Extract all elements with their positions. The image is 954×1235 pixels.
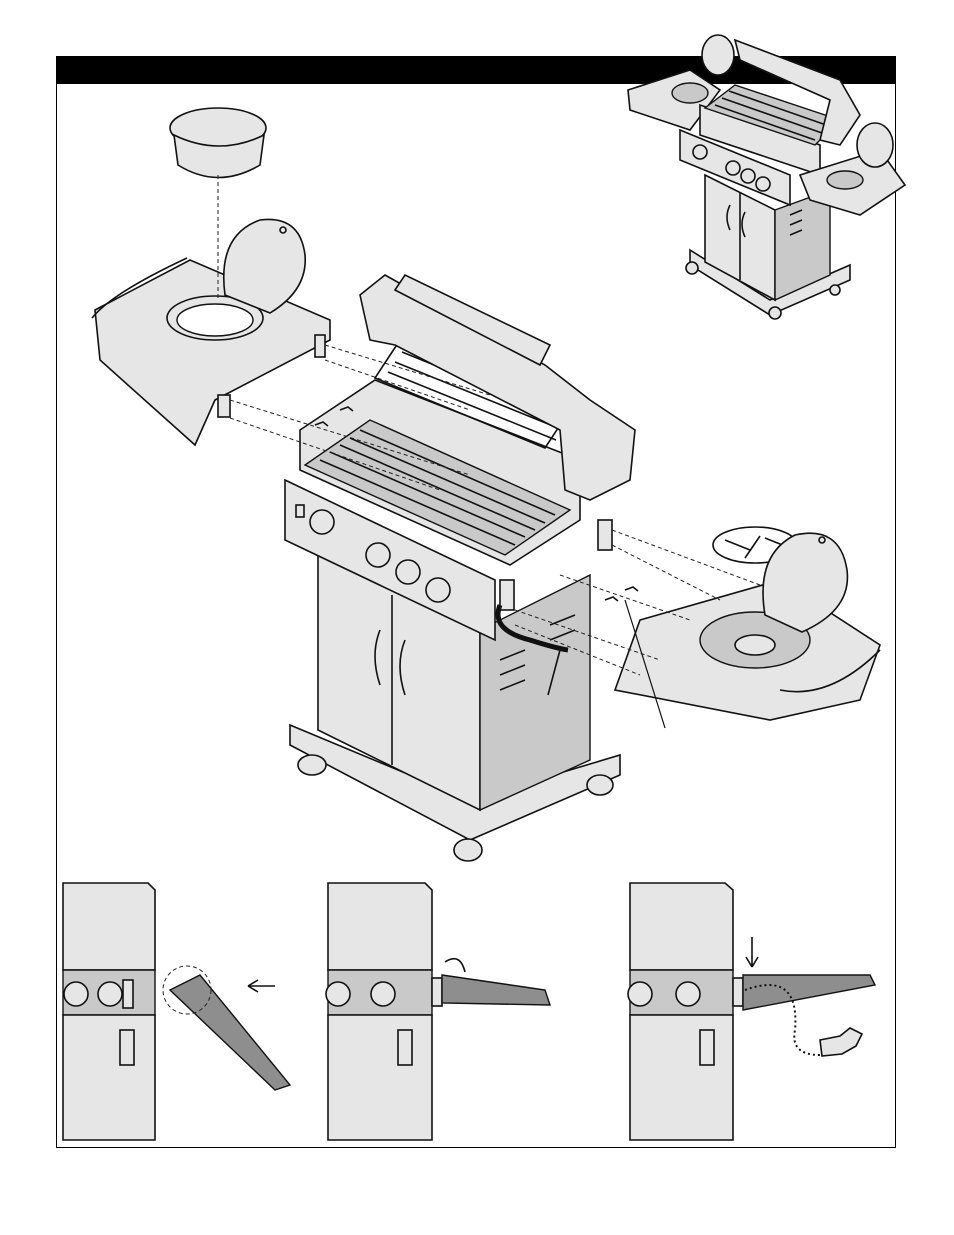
wing-nut-icon: [605, 587, 638, 601]
shelf-bracket: [500, 580, 514, 610]
step1-side-shelf: [170, 975, 290, 1090]
overview-grill-illustration: [628, 35, 905, 319]
burner-knob: [366, 543, 390, 567]
wing-nut-icon: [820, 1028, 862, 1056]
burner-knob: [396, 560, 420, 584]
step3-knob: [628, 982, 652, 1006]
step3-knob: [676, 982, 700, 1006]
step3-side-shelf: [743, 975, 875, 1010]
step2-cabinet: [328, 1015, 432, 1140]
step1-hinge: [120, 1030, 134, 1065]
step-1-illustration: [63, 883, 290, 1140]
overview-side-burner-pot: [672, 83, 708, 103]
main-grill-illustration: [285, 275, 635, 861]
step1-insert-arrow: [248, 980, 275, 992]
overview-knob: [693, 145, 707, 159]
step-2-illustration: [326, 883, 550, 1140]
step2-hinge: [398, 1030, 412, 1065]
shelf-bracket: [598, 520, 612, 550]
overview-wheel: [830, 285, 840, 295]
step3-cabinet: [630, 1015, 733, 1140]
left-shelf-bracket: [218, 395, 230, 417]
side-burner-hole: [177, 304, 253, 336]
overview-knob: [756, 177, 770, 191]
step3-bracket: [733, 978, 743, 1006]
step2-knob: [371, 982, 395, 1006]
step2-side-shelf: [442, 975, 550, 1005]
burner-knob: [310, 510, 334, 534]
step2-grill-side: [328, 883, 432, 970]
overview-right-lid: [857, 123, 893, 167]
step3-down-arrow: [746, 937, 758, 967]
igniter-button: [296, 505, 304, 517]
burner-knob: [426, 578, 450, 602]
cart-wheel: [454, 839, 482, 861]
step2-rotate-arrow: [445, 959, 465, 972]
overview-knob: [741, 169, 755, 183]
step2-knob: [326, 982, 350, 1006]
overview-wheel: [686, 262, 698, 274]
step3-hinge: [700, 1030, 714, 1065]
overview-knob: [726, 161, 740, 175]
step1-grill-side: [63, 883, 155, 970]
overview-side-burner: [827, 171, 863, 189]
step1-knob: [64, 982, 88, 1006]
overview-left-lid: [702, 35, 734, 75]
step1-cabinet: [63, 1015, 155, 1140]
step1-bracket: [123, 980, 133, 1008]
overview-wheel: [769, 307, 781, 319]
cart-wheel: [298, 755, 326, 775]
left-shelf-bracket: [315, 335, 325, 357]
side-burner-head: [735, 635, 775, 655]
step2-bracket: [432, 978, 442, 1006]
step1-knob: [98, 982, 122, 1006]
cart-wheel: [587, 775, 613, 795]
left-shelf-lid: [224, 219, 305, 313]
step-3-illustration: [628, 883, 875, 1140]
step3-grill-side: [630, 883, 733, 970]
